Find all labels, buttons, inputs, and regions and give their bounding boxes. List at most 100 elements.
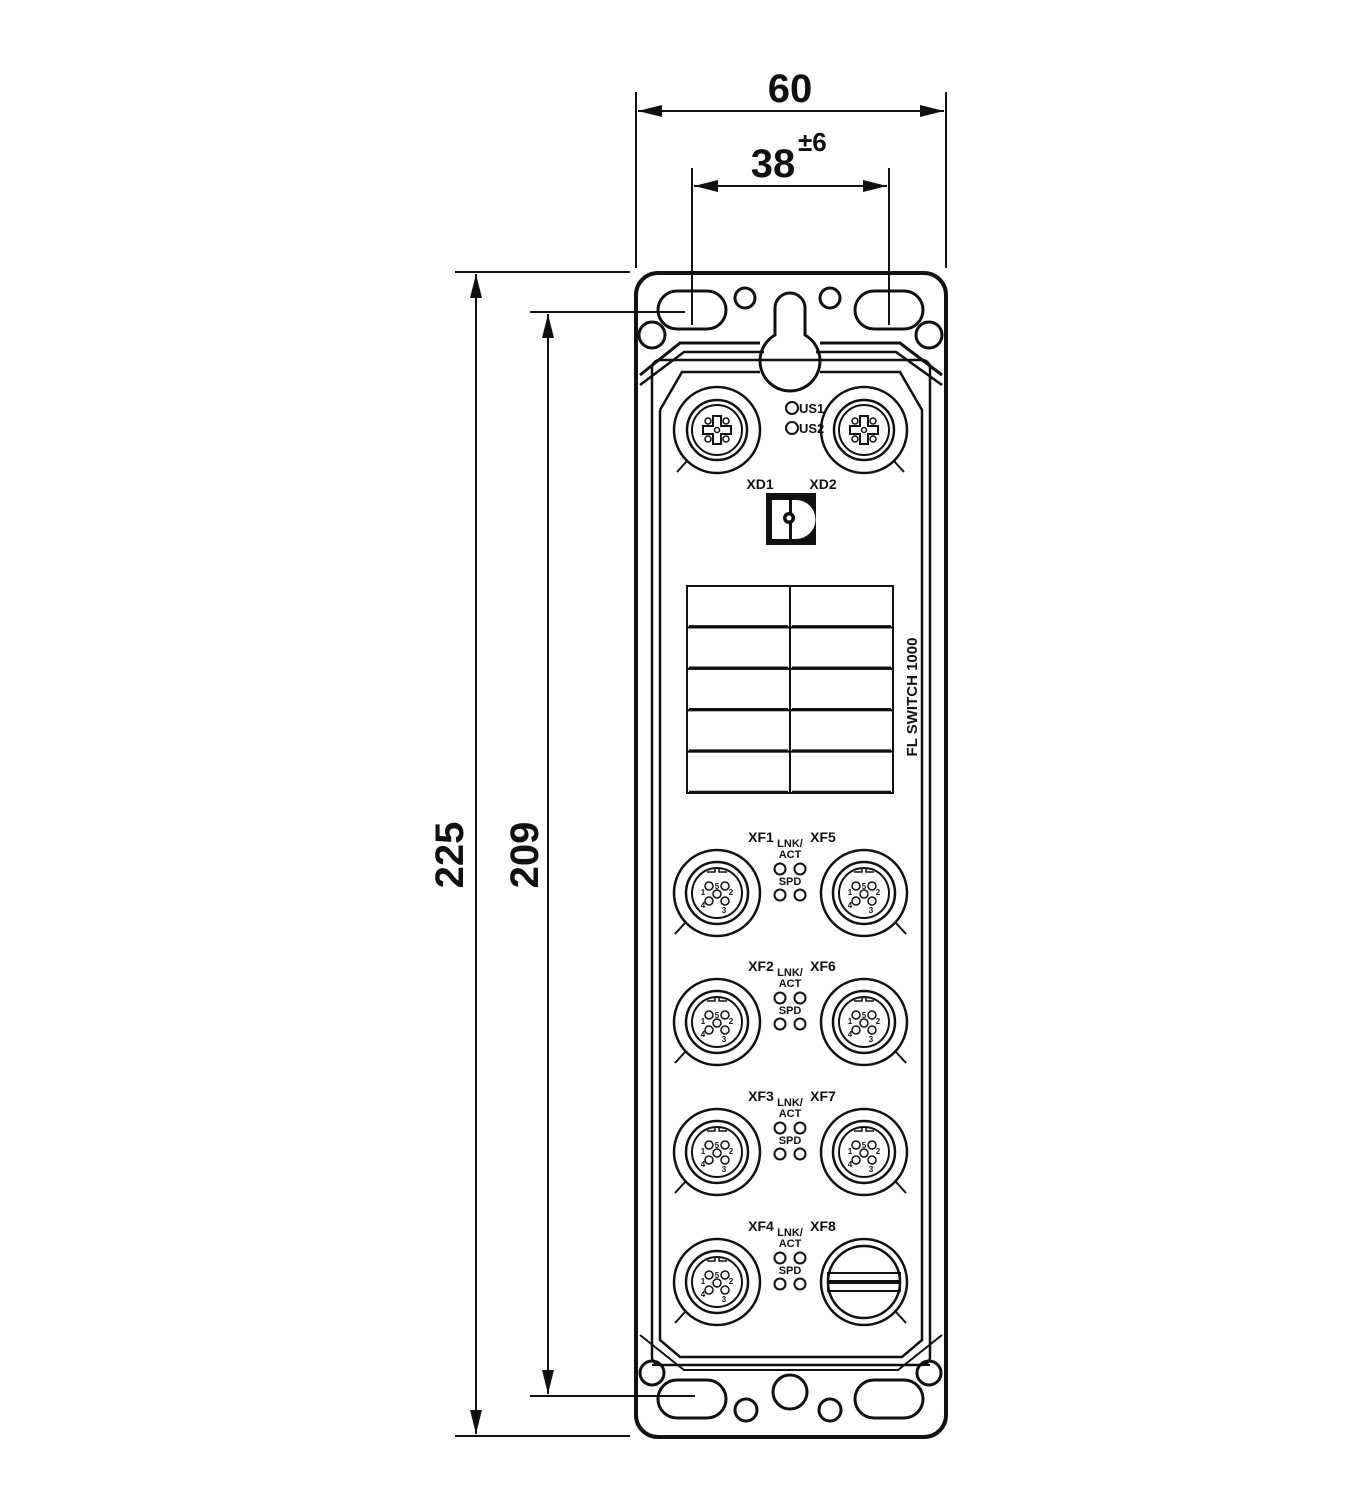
dimension-tolerance-label: ±6 bbox=[798, 127, 827, 157]
dimension-hole-spacing-label: 38 bbox=[751, 142, 796, 186]
pin-label: 2 bbox=[876, 1017, 881, 1026]
label-cell bbox=[789, 750, 894, 794]
pin-label: 3 bbox=[722, 906, 727, 915]
pin-1 bbox=[851, 881, 861, 891]
pin-label: 2 bbox=[729, 1277, 734, 1286]
dimension-width-60: 60 bbox=[635, 67, 947, 268]
led-spd bbox=[793, 1277, 807, 1291]
led-spd bbox=[773, 888, 787, 902]
pin-label: 4 bbox=[848, 1160, 853, 1169]
port-label-xd2: XD2 bbox=[809, 476, 836, 492]
pin-1 bbox=[704, 881, 714, 891]
pin-5 bbox=[859, 1148, 869, 1158]
led-lnk-act bbox=[773, 1251, 787, 1265]
power-connector-xd1 bbox=[672, 385, 762, 475]
pin-label: 5 bbox=[862, 882, 867, 891]
port-label-xf6: XF6 bbox=[810, 958, 836, 974]
pin-label: 1 bbox=[701, 1017, 706, 1026]
marking-label-grid bbox=[686, 585, 894, 794]
led-lnk-act bbox=[793, 862, 807, 876]
pin-5 bbox=[712, 889, 722, 899]
pin-2 bbox=[867, 1010, 877, 1020]
led-spd bbox=[773, 1277, 787, 1291]
pin-label: 3 bbox=[869, 1035, 874, 1044]
dimension-hole-height-209: 209 bbox=[503, 311, 695, 1397]
pin-4 bbox=[851, 896, 861, 906]
data-connector-xf8 bbox=[819, 1237, 909, 1327]
mounting-slot bbox=[656, 1378, 728, 1420]
pin-label: 1 bbox=[701, 1277, 706, 1286]
pin-4 bbox=[851, 1025, 861, 1035]
led-label-lnk: LNK/ bbox=[777, 967, 803, 979]
pin-label: 2 bbox=[876, 888, 881, 897]
pin-label: 4 bbox=[848, 1030, 853, 1039]
label-cell bbox=[686, 626, 791, 670]
brand-logo bbox=[766, 493, 816, 545]
power-ports bbox=[672, 385, 909, 475]
dimension-hole-height-label: 209 bbox=[503, 822, 547, 889]
pin-label: 2 bbox=[729, 1017, 734, 1026]
dimension-height-label: 225 bbox=[428, 822, 472, 889]
pin-4 bbox=[704, 896, 714, 906]
led-label-lnk: LNK/ bbox=[777, 838, 803, 850]
dimension-width-label: 60 bbox=[768, 67, 813, 111]
pin-4 bbox=[704, 1025, 714, 1035]
device-housing bbox=[634, 271, 948, 1439]
pin-5 bbox=[712, 1018, 722, 1028]
led-label-act: ACT bbox=[779, 1108, 802, 1120]
pin-4 bbox=[704, 1155, 714, 1165]
pin-3 bbox=[720, 1155, 730, 1165]
port-label-xf4: XF4 bbox=[748, 1218, 774, 1234]
label-cell bbox=[686, 667, 791, 712]
status-leds-us: US1 US2 bbox=[785, 401, 824, 436]
led-us1 bbox=[785, 401, 799, 415]
led-lnk-act bbox=[773, 862, 787, 876]
led-label-spd: SPD bbox=[779, 1265, 802, 1277]
pin-label: 3 bbox=[869, 906, 874, 915]
dimension-height-225: 225 bbox=[428, 271, 630, 1437]
led-spd bbox=[773, 1017, 787, 1031]
label-cell bbox=[686, 709, 791, 753]
pin-label: 5 bbox=[715, 1141, 720, 1150]
pin-3 bbox=[720, 896, 730, 906]
mounting-slot bbox=[853, 289, 925, 331]
pin-label: 1 bbox=[701, 888, 706, 897]
pin-3 bbox=[720, 1285, 730, 1295]
pin-label: 5 bbox=[715, 1271, 720, 1280]
port-label-xf2: XF2 bbox=[748, 958, 774, 974]
label-cell bbox=[686, 750, 791, 794]
port-label-xf3: XF3 bbox=[748, 1088, 774, 1104]
pin-label: 5 bbox=[715, 882, 720, 891]
led-us1-label: US1 bbox=[799, 401, 824, 416]
mounting-slot bbox=[656, 289, 728, 331]
pin-label: 3 bbox=[722, 1165, 727, 1174]
pin-2 bbox=[867, 1140, 877, 1150]
pin-5 bbox=[859, 1018, 869, 1028]
pin-1 bbox=[851, 1140, 861, 1150]
pin-1 bbox=[704, 1270, 714, 1280]
pin-1 bbox=[704, 1140, 714, 1150]
led-label-act: ACT bbox=[779, 978, 802, 990]
mounting-slot bbox=[853, 1378, 925, 1420]
label-cell bbox=[789, 709, 894, 753]
pin-4 bbox=[704, 1285, 714, 1295]
pin-5 bbox=[712, 1278, 722, 1288]
led-lnk-act bbox=[793, 1251, 807, 1265]
power-connector-xd2 bbox=[819, 385, 909, 475]
pin-label: 3 bbox=[722, 1035, 727, 1044]
pin-label: 4 bbox=[848, 901, 853, 910]
model-label: FL SWITCH 1000 bbox=[904, 638, 921, 757]
pin-label: 1 bbox=[848, 1147, 853, 1156]
pin-2 bbox=[720, 1270, 730, 1280]
port-label-xf7: XF7 bbox=[810, 1088, 836, 1104]
led-lnk-act bbox=[773, 991, 787, 1005]
mounting-features bbox=[637, 286, 944, 1423]
